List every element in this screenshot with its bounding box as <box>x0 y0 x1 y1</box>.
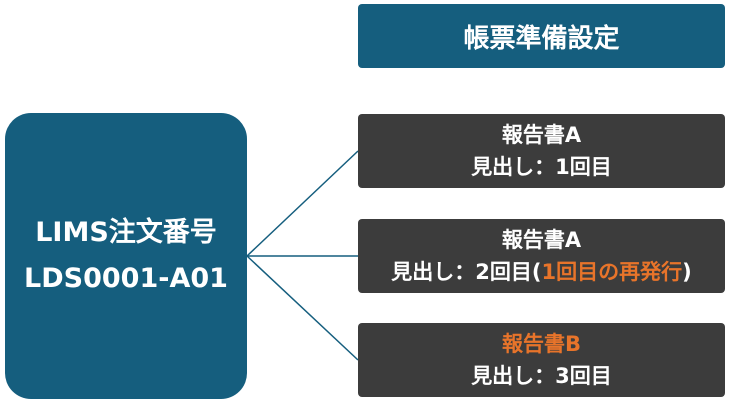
report-box-1: 報告書A 見出し：1回目 <box>358 114 725 188</box>
lims-order-label: LIMS注文番号 <box>35 217 217 248</box>
reissue-note: 1回目の再発行 <box>541 260 683 284</box>
connector-to-report-1 <box>246 150 359 257</box>
lims-order-box: LIMS注文番号 LDS0001-A01 <box>5 113 247 399</box>
connector-to-report-3 <box>246 255 359 361</box>
settings-header-box: 帳票準備設定 <box>358 4 725 68</box>
report-title: 報告書A <box>501 123 582 147</box>
report-heading: 見出し：1回目 <box>471 155 612 179</box>
report-box-2: 報告書A 見出し：2回目(1回目の再発行) <box>358 219 725 293</box>
report-heading: 見出し：3回目 <box>471 364 612 388</box>
report-heading: 見出し：2回目 <box>391 260 532 284</box>
report-title: 報告書B <box>501 332 581 356</box>
note-close-paren: ) <box>682 260 692 284</box>
settings-header-title: 帳票準備設定 <box>463 23 620 54</box>
report-heading-line: 見出し：2回目(1回目の再発行) <box>391 256 691 288</box>
lims-order-number: LDS0001-A01 <box>24 263 228 294</box>
report-title: 報告書A <box>501 228 582 252</box>
report-box-3: 報告書B 見出し：3回目 <box>358 323 725 397</box>
note-open-paren: ( <box>531 260 542 284</box>
